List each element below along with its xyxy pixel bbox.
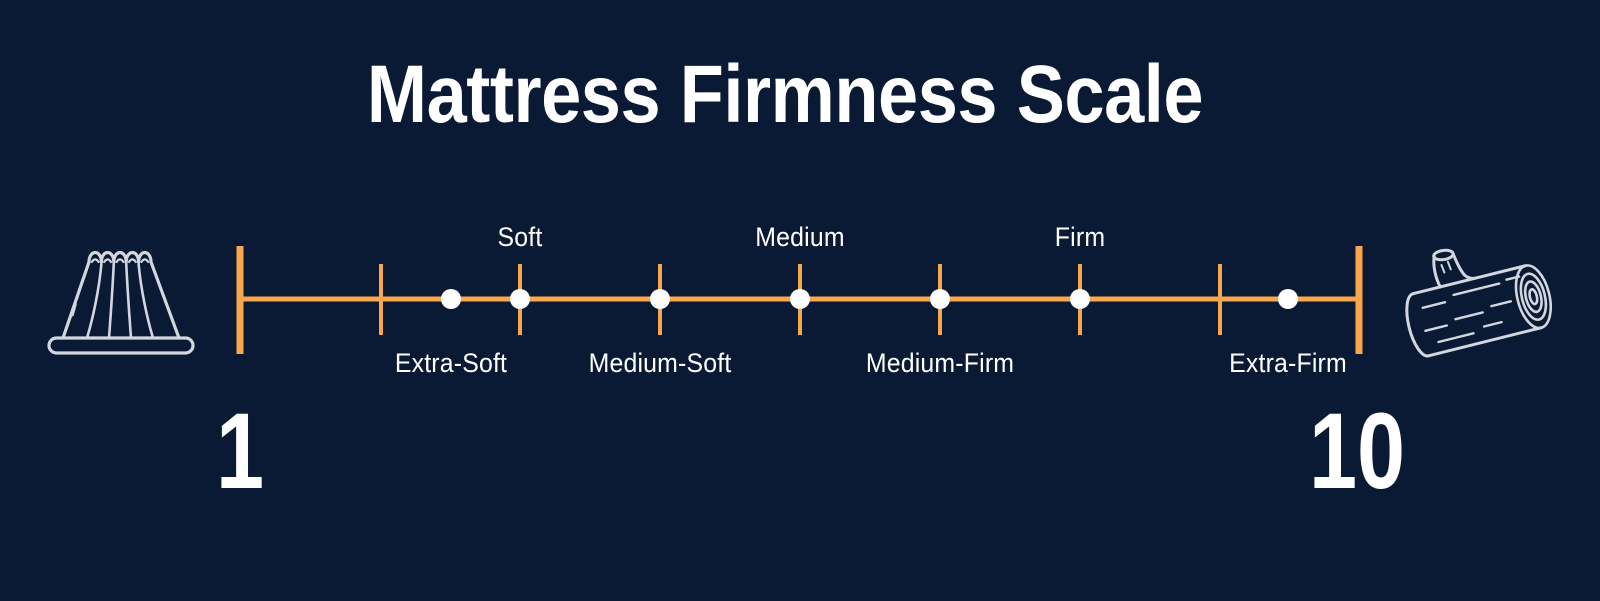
log-icon xyxy=(1405,248,1553,358)
label-extra-firm: Extra-Firm xyxy=(1229,348,1347,378)
label-medium: Medium xyxy=(755,222,845,252)
log-body-group xyxy=(1405,248,1553,358)
scale-max-value: 10 xyxy=(1308,390,1406,511)
jello-body-outline xyxy=(61,250,181,340)
jello-ribs xyxy=(85,261,155,340)
scale-dot-extra-firm xyxy=(1278,289,1298,309)
log-growth-rings xyxy=(1514,264,1553,330)
jello-bump-rims xyxy=(90,258,150,264)
jello-icon xyxy=(47,250,195,355)
log-texture-lines xyxy=(1421,275,1521,344)
label-soft: Soft xyxy=(497,222,543,252)
label-medium-firm: Medium-Firm xyxy=(865,348,1015,378)
log-branch-hatches xyxy=(1440,260,1452,274)
jello-shine xyxy=(71,278,84,317)
scale-dot-medium xyxy=(790,289,810,309)
log-left-cap xyxy=(1405,292,1431,358)
page-title: Mattress Firmness Scale xyxy=(366,49,1204,140)
log-bottom-edge xyxy=(1427,326,1543,358)
log-top-edge xyxy=(1411,264,1528,296)
scale-min-value: 1 xyxy=(215,390,265,511)
scale-dots xyxy=(441,289,1298,309)
log-branch-stub xyxy=(1432,248,1478,289)
jello-base-plate xyxy=(47,336,195,355)
scale-dot-medium-firm xyxy=(930,289,950,309)
scale-dot-medium-soft xyxy=(650,289,670,309)
label-extra-soft: Extra-Soft xyxy=(394,348,508,378)
scale-dot-firm xyxy=(1070,289,1090,309)
scale-dot-extra-soft xyxy=(441,289,461,309)
label-medium-soft: Medium-Soft xyxy=(588,348,732,378)
label-firm: Firm xyxy=(1054,222,1106,252)
scale-dot-soft xyxy=(510,289,530,309)
